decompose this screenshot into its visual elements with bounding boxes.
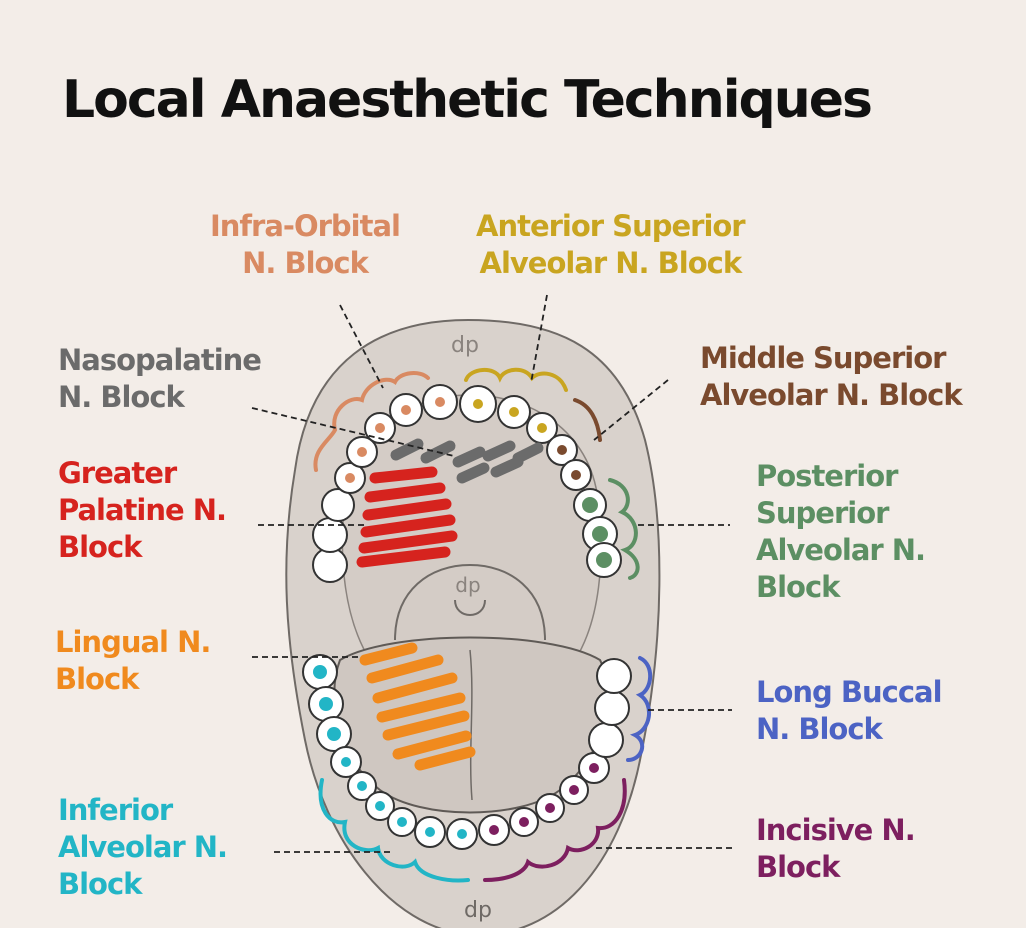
watermark-bottom: dp <box>464 898 492 923</box>
label-line: N. Block <box>756 712 883 746</box>
label-line: Anterior Superior <box>476 209 746 243</box>
tooth <box>321 488 355 522</box>
label-line: Block <box>55 662 139 696</box>
infra-orbital-zone <box>313 371 430 472</box>
label-line: N. Block <box>242 246 369 280</box>
tooth <box>312 547 348 583</box>
label-line: Alveolar N. <box>58 830 228 864</box>
injection-point <box>401 405 411 415</box>
injection-point <box>592 526 608 542</box>
label-line: Long Buccal <box>756 675 943 709</box>
injection-point <box>509 407 519 417</box>
injection-point <box>327 727 341 741</box>
label-line: Infra-Orbital <box>210 209 401 243</box>
injection-point <box>569 785 579 795</box>
injection-point <box>519 817 529 827</box>
label-inferior-alveolar: Inferior Alveolar N. Block <box>58 792 228 903</box>
watermark-top: dp <box>451 333 479 358</box>
injection-point <box>557 445 567 455</box>
label-line: Middle Superior <box>700 341 946 375</box>
label-line: Block <box>58 530 142 564</box>
tooth <box>312 517 348 553</box>
posterior-superior-zone <box>608 478 640 580</box>
label-line: Nasopalatine <box>58 343 262 377</box>
label-line: Lingual N. <box>55 625 211 659</box>
nasopalatine-marks <box>390 438 544 484</box>
long-buccal-zone <box>626 656 653 762</box>
tooth <box>594 690 630 726</box>
page-title: Local Anaesthetic Techniques <box>62 70 873 130</box>
label-line: Incisive N. <box>756 813 916 847</box>
label-anterior-superior: Anterior Superior Alveolar N. Block <box>476 208 746 282</box>
injection-point <box>341 757 351 767</box>
injection-point <box>537 423 547 433</box>
injection-point <box>397 817 407 827</box>
greater-palatine-marks <box>356 466 458 568</box>
label-line: Greater <box>58 456 177 490</box>
lingual-marks <box>359 642 476 771</box>
injection-point <box>425 827 435 837</box>
leader-lines <box>251 294 732 853</box>
injection-point <box>319 697 333 711</box>
tooth <box>596 658 632 694</box>
injection-point <box>375 423 385 433</box>
injection-point <box>473 399 483 409</box>
injection-point <box>345 473 355 483</box>
label-infra-orbital: Infra-Orbital N. Block <box>210 208 401 282</box>
injection-point <box>357 447 367 457</box>
injection-point <box>545 803 555 813</box>
watermark-middle: dp <box>455 573 480 597</box>
inferior-alveolar-zone <box>318 778 470 883</box>
label-line: Alveolar N. Block <box>479 246 743 280</box>
injection-point <box>589 763 599 773</box>
label-line: Alveolar N. Block <box>700 378 963 412</box>
injection-point <box>571 470 581 480</box>
label-incisive: Incisive N. Block <box>756 812 916 886</box>
label-middle-superior: Middle Superior Alveolar N. Block <box>700 340 963 414</box>
middle-superior-zone <box>573 398 602 442</box>
lower-teeth <box>302 654 632 850</box>
tooth <box>588 722 624 758</box>
label-line: Alveolar N. <box>756 533 926 567</box>
label-line: Block <box>756 850 840 884</box>
label-lingual: Lingual N. Block <box>55 624 211 698</box>
injection-point <box>435 397 445 407</box>
injection-point <box>313 665 327 679</box>
anterior-superior-zone <box>464 367 568 392</box>
injection-point <box>375 801 385 811</box>
label-line: Posterior <box>756 459 898 493</box>
label-line: Block <box>58 867 142 901</box>
label-line: N. Block <box>58 380 185 414</box>
label-long-buccal: Long Buccal N. Block <box>756 674 943 748</box>
label-line: Palatine N. <box>58 493 227 527</box>
soft-palate <box>394 563 546 641</box>
label-posterior-superior: Posterior Superior Alveolar N. Block <box>756 458 926 606</box>
injection-point <box>596 552 612 568</box>
injection-point <box>489 825 499 835</box>
label-line: Block <box>756 570 840 604</box>
injection-point <box>357 781 367 791</box>
label-nasopalatine: Nasopalatine N. Block <box>58 342 262 416</box>
incisive-zone <box>483 778 627 882</box>
tongue-groove <box>469 649 473 801</box>
uvula <box>454 599 486 616</box>
injection-point <box>582 497 598 513</box>
injection-point <box>457 829 467 839</box>
label-line: Inferior <box>58 793 173 827</box>
label-greater-palatine: Greater Palatine N. Block <box>58 455 227 566</box>
label-line: Superior <box>756 496 889 530</box>
upper-teeth <box>312 384 622 583</box>
